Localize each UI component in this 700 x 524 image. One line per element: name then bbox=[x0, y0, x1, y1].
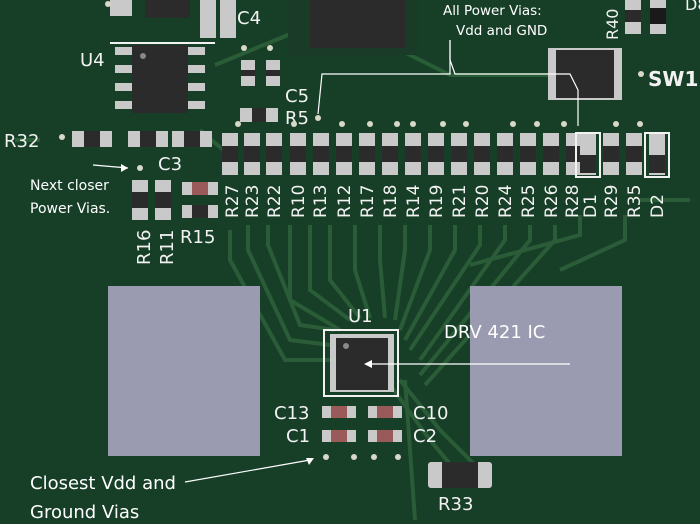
u1-ic bbox=[323, 329, 399, 397]
label-row-6: R17 bbox=[358, 185, 378, 218]
r33-resistor bbox=[428, 462, 492, 488]
note-vdd-gnd: Vdd and GND bbox=[456, 23, 547, 39]
qfp-chip-top bbox=[288, 0, 418, 55]
sw1-switch bbox=[548, 48, 622, 100]
label-row-13: R25 bbox=[519, 185, 539, 218]
label-r11: R11 bbox=[157, 230, 178, 265]
label-row-0: R27 bbox=[223, 185, 243, 218]
note-all-power-vias: All Power Vias: bbox=[443, 3, 542, 19]
r32-row bbox=[72, 131, 212, 147]
right-large-pad bbox=[470, 286, 622, 456]
component-top-left bbox=[110, 0, 236, 38]
label-row-14: R26 bbox=[542, 185, 562, 218]
label-c3: C3 bbox=[158, 154, 182, 175]
note-ground-vias: Ground Vias bbox=[30, 502, 139, 523]
label-row-17: R29 bbox=[602, 185, 622, 218]
label-row-16: D1 bbox=[581, 194, 601, 218]
label-c1: C1 bbox=[286, 426, 310, 447]
label-row-1: R23 bbox=[243, 185, 263, 218]
label-r16: R16 bbox=[134, 230, 155, 265]
note-drv-ic: DRV 421 IC bbox=[444, 322, 545, 343]
resistor-row-pads bbox=[222, 132, 670, 178]
r16-r11-r15 bbox=[132, 180, 218, 220]
decoupling-caps bbox=[322, 406, 402, 442]
label-row-12: R24 bbox=[496, 185, 516, 218]
label-c4: C4 bbox=[237, 8, 261, 29]
r5-resistor bbox=[240, 108, 278, 122]
label-c2: C2 bbox=[413, 426, 437, 447]
label-row-3: R10 bbox=[289, 185, 309, 218]
label-sw1: SW1 bbox=[648, 67, 698, 91]
label-r15: R15 bbox=[180, 227, 215, 248]
label-row-10: R21 bbox=[450, 185, 470, 218]
annotation-arrowheads bbox=[121, 164, 372, 465]
vias bbox=[59, 1, 644, 460]
label-r5: R5 bbox=[285, 108, 309, 129]
label-row-2: R22 bbox=[265, 185, 285, 218]
label-u1: U1 bbox=[348, 306, 373, 327]
label-c5: C5 bbox=[285, 86, 309, 107]
resistor-row-labels: R27 R23 R22 R10 R13 R12 R17 R18 R14 R19 … bbox=[223, 185, 668, 218]
annotation-lines bbox=[92, 40, 579, 483]
note-closest-vdd: Closest Vdd and bbox=[30, 473, 176, 494]
label-row-19: D2 bbox=[648, 194, 668, 218]
label-row-5: R12 bbox=[335, 185, 355, 218]
r40-resistor bbox=[625, 0, 666, 34]
label-u4: U4 bbox=[80, 50, 105, 71]
label-row-9: R19 bbox=[427, 185, 447, 218]
label-r40: R40 bbox=[603, 9, 622, 40]
label-d8: D8 bbox=[685, 0, 700, 14]
u4-ic bbox=[110, 42, 215, 113]
label-row-11: R20 bbox=[473, 185, 493, 218]
label-row-15: R28 bbox=[563, 185, 583, 218]
label-c10: C10 bbox=[413, 403, 448, 424]
c5-capacitor bbox=[241, 60, 280, 86]
label-c13: C13 bbox=[274, 403, 309, 424]
note-next-closer: Next closer bbox=[30, 178, 109, 194]
label-row-7: R18 bbox=[381, 185, 401, 218]
label-r33: R33 bbox=[438, 494, 473, 515]
label-row-8: R14 bbox=[404, 185, 424, 218]
label-r32: R32 bbox=[4, 131, 39, 152]
label-row-4: R13 bbox=[311, 185, 331, 218]
note-power-vias: Power Vias. bbox=[30, 201, 110, 217]
left-large-pad bbox=[108, 286, 260, 456]
label-row-18: R35 bbox=[625, 185, 645, 218]
